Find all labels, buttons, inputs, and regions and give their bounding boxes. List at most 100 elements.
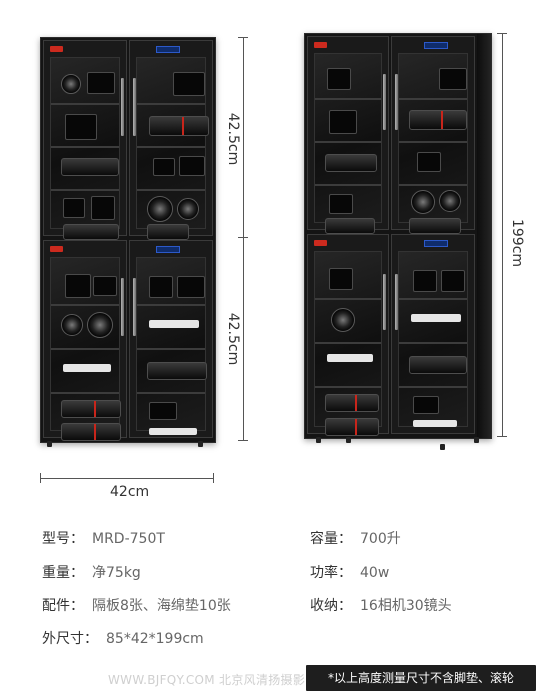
door-handle[interactable] xyxy=(133,78,136,136)
lens-icon xyxy=(61,74,81,94)
width-dimension-line xyxy=(40,478,214,479)
camera-icon xyxy=(87,72,115,94)
brand-logo xyxy=(314,240,327,246)
spec-capacity-value: 700升 xyxy=(360,531,401,547)
camera-icon xyxy=(441,270,465,292)
camera-icon xyxy=(173,72,205,96)
measurement-note: *以上高度测量尺寸不含脚垫、滚轮 xyxy=(306,665,536,691)
spec-weight-value: 净75kg xyxy=(92,565,141,581)
camera-icon xyxy=(65,114,97,140)
lens-icon xyxy=(331,308,355,332)
door-handle[interactable] xyxy=(133,278,136,336)
door-handle[interactable] xyxy=(121,78,124,136)
upper-left-door xyxy=(43,40,127,240)
spec-model-label: 型号： xyxy=(42,531,84,547)
camera-icon xyxy=(439,68,467,90)
brand-logo xyxy=(314,42,327,48)
lens-icon xyxy=(61,314,83,336)
lower-left-glass xyxy=(314,251,382,436)
lower-right-door xyxy=(391,234,475,434)
telephoto-lens-icon xyxy=(325,418,379,436)
upper-left-glass xyxy=(314,53,382,234)
camera-icon xyxy=(329,110,357,134)
lower-right-glass xyxy=(136,257,207,435)
spec-weight: 重量： 净75kg xyxy=(42,562,141,582)
lens-icon xyxy=(439,190,461,212)
drone-icon xyxy=(149,428,197,435)
total-height-dimension-line xyxy=(502,33,503,437)
angled-cabinet xyxy=(304,33,492,439)
cabinet-side-panel xyxy=(477,34,491,438)
lens-icon xyxy=(411,190,435,214)
spec-capacity: 容量： 700升 xyxy=(310,528,401,548)
spec-weight-label: 重量： xyxy=(42,565,84,581)
upper-right-glass xyxy=(398,53,468,234)
lens-icon xyxy=(87,312,113,338)
drone-icon xyxy=(63,364,111,372)
spec-storage-value: 16相机30镜头 xyxy=(360,598,452,614)
telephoto-lens-icon xyxy=(325,394,379,412)
spec-size-label: 外尺寸： xyxy=(42,631,98,647)
upper-left-door xyxy=(307,36,389,234)
spec-capacity-label: 容量： xyxy=(310,531,352,547)
control-display xyxy=(156,246,180,253)
control-display xyxy=(424,240,448,247)
camera-icon xyxy=(413,270,437,292)
camera-icon xyxy=(327,68,351,90)
telephoto-lens-icon xyxy=(149,116,209,136)
drone-icon xyxy=(411,314,461,322)
telephoto-lens-icon xyxy=(63,224,119,240)
lens-icon xyxy=(147,196,173,222)
spec-size: 外尺寸： 85*42*199cm xyxy=(42,628,204,648)
caster-wheel xyxy=(47,441,52,447)
spec-power-value: 40w xyxy=(360,565,390,581)
spec-parts-value: 隔板8张、海绵垫10张 xyxy=(92,598,231,614)
caster-wheel xyxy=(440,444,445,450)
door-handle[interactable] xyxy=(395,74,398,130)
spec-power-label: 功率： xyxy=(310,565,352,581)
telephoto-lens-icon xyxy=(325,218,375,234)
spec-storage-label: 收纳： xyxy=(310,598,352,614)
door-handle[interactable] xyxy=(395,274,398,330)
telephoto-lens-icon xyxy=(147,224,189,240)
camera-icon xyxy=(179,156,205,176)
caster-wheel xyxy=(198,441,203,447)
total-height-label: 199cm xyxy=(509,218,525,268)
lower-left-glass xyxy=(50,257,121,441)
brand-logo xyxy=(50,246,63,252)
camera-icon xyxy=(153,158,175,176)
spec-parts: 配件：隔板8张、海绵垫10张 xyxy=(42,595,231,615)
telephoto-lens-icon xyxy=(147,362,207,380)
watermark: WWW.BJFQY.COM 北京风清扬摄影 xyxy=(108,673,306,687)
door-handle[interactable] xyxy=(121,278,124,336)
lower-left-door xyxy=(43,240,127,441)
caster-wheel xyxy=(316,437,321,443)
spec-size-value: 85*42*199cm xyxy=(106,631,204,647)
height-dimension-line xyxy=(243,37,244,441)
control-display xyxy=(424,42,448,49)
door-handle[interactable] xyxy=(383,74,386,130)
telephoto-lens-icon xyxy=(61,400,121,418)
telephoto-lens-icon xyxy=(61,423,121,441)
spec-power: 功率： 40w xyxy=(310,562,389,582)
camera-icon xyxy=(149,402,177,420)
telephoto-lens-icon xyxy=(61,158,119,176)
width-label: 42cm xyxy=(110,484,150,500)
camera-icon xyxy=(93,276,117,296)
lower-right-door xyxy=(129,240,213,438)
camera-icon xyxy=(417,152,441,172)
upper-right-glass xyxy=(136,57,209,240)
lens-icon xyxy=(177,198,199,220)
camera-icon xyxy=(177,276,205,298)
telephoto-lens-icon xyxy=(409,110,467,130)
upper-right-door xyxy=(129,40,213,240)
caster-wheel xyxy=(346,437,351,443)
upper-left-glass xyxy=(50,57,120,240)
spec-model: 型号：MRD-750T xyxy=(42,528,165,548)
telephoto-lens-icon xyxy=(409,218,461,234)
drone-icon xyxy=(327,354,373,362)
lower-left-door xyxy=(307,234,389,436)
drone-icon xyxy=(149,320,199,328)
door-handle[interactable] xyxy=(383,274,386,330)
front-cabinet xyxy=(40,37,216,443)
